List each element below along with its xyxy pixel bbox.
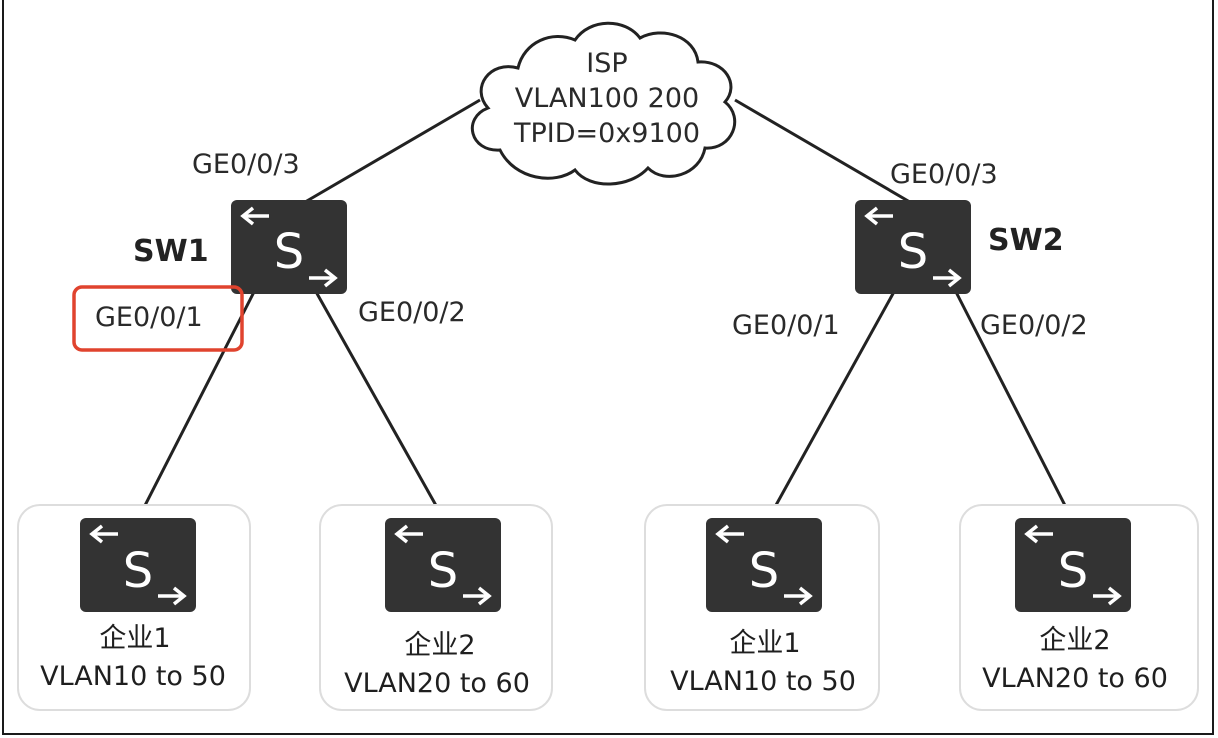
enterprise-name-3: 企业1 <box>729 628 800 659</box>
enterprise-switch-1[interactable]: S <box>78 516 198 614</box>
link-isp-sw2 <box>734 98 916 207</box>
enterprise-name-1: 企业1 <box>99 623 170 654</box>
enterprise-vlans-2: VLAN20 to 60 <box>344 668 530 699</box>
switch-glyph-sw1: S <box>274 224 304 280</box>
sw1-ge003-label: GE0/0/3 <box>192 149 300 180</box>
link-sw1-ent1 <box>133 289 257 526</box>
link-isp-sw1 <box>299 98 481 207</box>
switch-glyph-ent1: S <box>123 543 153 599</box>
enterprise-vlans-1: VLAN10 to 50 <box>40 661 226 692</box>
link-sw2-ent1 <box>763 289 897 526</box>
enterprise-box-2: S 企业2 VLAN20 to 60 <box>319 504 553 711</box>
links <box>133 98 1077 526</box>
enterprise-switch-3[interactable]: S <box>704 516 824 614</box>
isp-cloud: ISP VLAN100 200 TPID=0x9100 <box>470 21 737 186</box>
isp-label: ISP <box>586 48 627 79</box>
enterprise-box-4: S 企业2 VLAN20 to 60 <box>959 504 1199 711</box>
link-sw2-ent2 <box>953 289 1077 526</box>
enterprise-box-1: S 企业1 VLAN10 to 50 <box>17 504 251 711</box>
enterprise-box-3: S 企业1 VLAN10 to 50 <box>644 504 880 711</box>
enterprise-switch-4[interactable]: S <box>1013 516 1133 614</box>
switch-glyph-ent2: S <box>428 543 458 599</box>
sw2-ge003-label: GE0/0/3 <box>890 159 998 190</box>
switch-glyph-ent4: S <box>1058 543 1088 599</box>
sw2-name: SW2 <box>988 223 1064 258</box>
highlight-box-sw1-ge001 <box>72 285 244 352</box>
sw1-ge002-label: GE0/0/2 <box>358 297 466 328</box>
sw2-ge002-label: GE0/0/2 <box>980 310 1088 341</box>
sw2-switch[interactable]: S <box>853 198 973 296</box>
sw1-name: SW1 <box>133 234 209 269</box>
enterprise-switch-2[interactable]: S <box>383 516 503 614</box>
sw1-switch[interactable]: S <box>229 198 349 296</box>
sw2-ge001-label: GE0/0/1 <box>732 310 840 341</box>
enterprise-name-2: 企业2 <box>404 630 475 661</box>
enterprise-vlans-4: VLAN20 to 60 <box>982 663 1168 694</box>
isp-vlan-label: VLAN100 200 <box>515 83 699 114</box>
link-sw1-ent2 <box>313 289 449 526</box>
switch-glyph-ent3: S <box>749 543 779 599</box>
enterprise-vlans-3: VLAN10 to 50 <box>670 666 856 697</box>
cloud-shape <box>470 21 737 186</box>
sw1-ge001-label: GE0/0/1 <box>95 302 203 333</box>
switch-glyph-sw2: S <box>898 224 928 280</box>
isp-tpid-label: TPID=0x9100 <box>513 118 700 149</box>
enterprise-name-4: 企业2 <box>1039 625 1110 656</box>
